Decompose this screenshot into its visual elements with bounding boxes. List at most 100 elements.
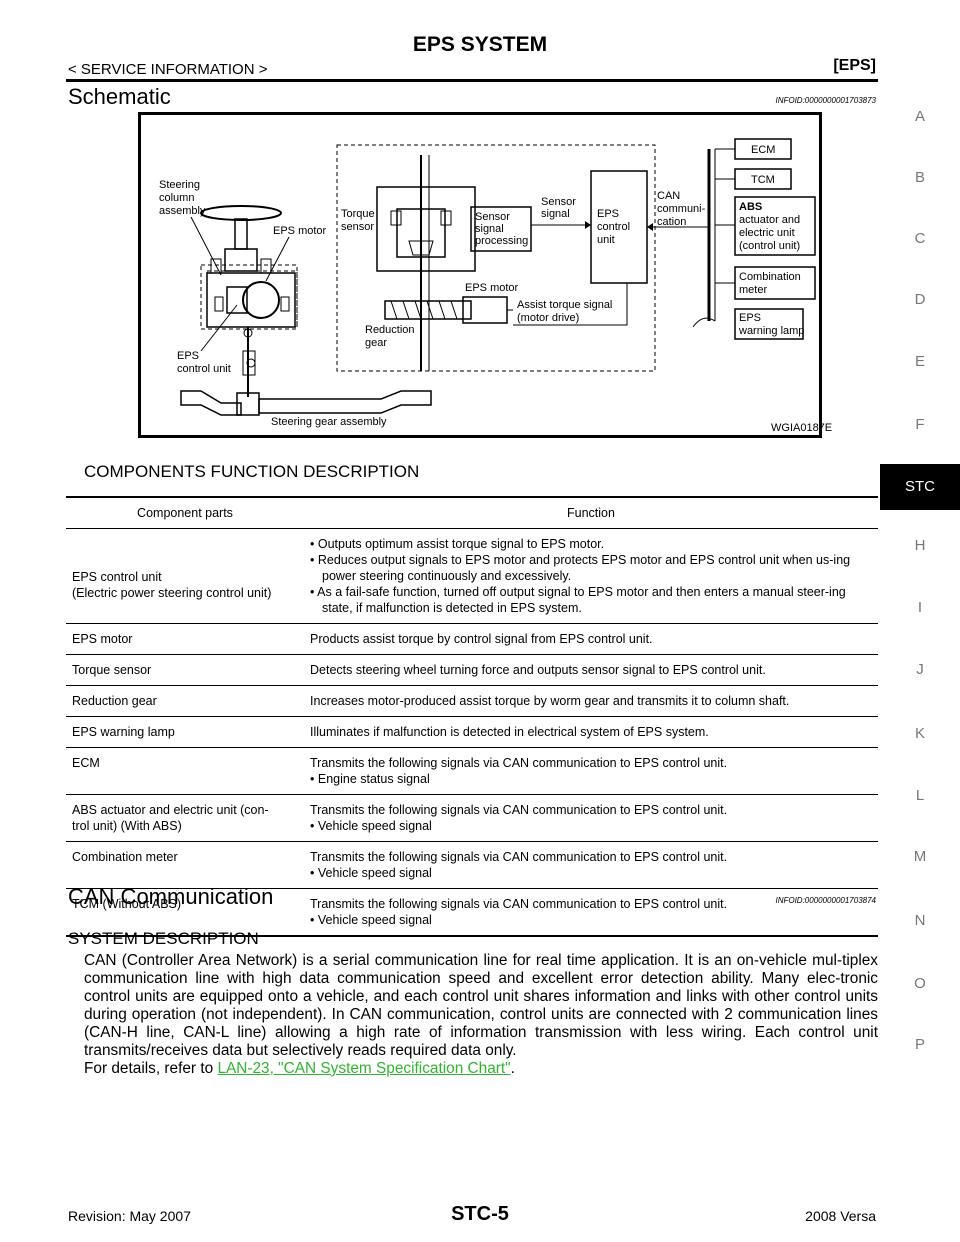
components-title: COMPONENTS FUNCTION DESCRIPTION — [84, 462, 420, 481]
components-table: Component parts Function EPS control uni… — [66, 496, 878, 937]
component-part-text: (Electric power steering control unit) — [72, 586, 272, 600]
component-part-text: EPS motor — [72, 632, 133, 646]
table-row: ECM Transmits the following signals via C… — [66, 747, 878, 795]
function-bullet-list: Outputs optimum assist torque signal to … — [310, 536, 872, 616]
section-tab-p[interactable]: P — [914, 1036, 925, 1053]
eps-warning-box — [734, 308, 804, 340]
component-function-cell: Transmits the following signals via CAN … — [304, 841, 878, 889]
function-bullet-list: Vehicle speed signal — [310, 865, 872, 881]
section-tab-n[interactable]: N — [914, 912, 926, 929]
component-function-cell: Products assist torque by control signal… — [304, 623, 878, 655]
component-part-cell: EPS warning lamp — [66, 716, 304, 748]
refer-suffix: . — [510, 1060, 515, 1077]
section-tab-h[interactable]: H — [914, 537, 926, 554]
table-row: Reduction gear Increases motor-produced a… — [66, 685, 878, 717]
label-combination-meter-1: Combination — [739, 271, 801, 283]
label-eps-control-unit-box-1: EPS — [597, 208, 619, 220]
schematic-infoid: INFOID:0000000001703873 — [775, 96, 876, 105]
label-steering-column-3: assembly — [159, 205, 206, 217]
component-function-text: Transmits the following signals via CAN … — [310, 897, 728, 911]
abs-box — [734, 196, 816, 256]
section-tab-a[interactable]: A — [914, 108, 925, 125]
section-tab-l[interactable]: L — [915, 787, 925, 804]
steering-wheel — [200, 205, 282, 221]
section-tabs: A B C D E F STC H I J K L M N O P — [880, 0, 960, 1242]
component-part-cell: Reduction gear — [66, 685, 304, 717]
label-sensor-processing-3: processing — [475, 235, 528, 247]
function-bullet: Vehicle speed signal — [310, 912, 872, 928]
table-header-row: Component parts Function — [66, 497, 878, 529]
label-steering-column-1: Steering — [159, 179, 200, 191]
label-eps-warning-2: warning lamp — [738, 325, 804, 337]
label-reduction-gear-2: gear — [365, 337, 387, 349]
component-part-cell: EPS control unit(Electric power steering… — [66, 528, 304, 624]
component-part-cell: ECM — [66, 747, 304, 795]
col-header-part: Component parts — [66, 497, 304, 529]
label-eps-motor-left: EPS motor — [273, 225, 327, 237]
label-torque-sensor-1: Torque — [341, 208, 375, 220]
label-ecm: ECM — [751, 144, 775, 156]
section-tab-b[interactable]: B — [914, 169, 925, 186]
table-row: ABS actuator and electric unit (con-trol… — [66, 794, 878, 842]
section-tab-k[interactable]: K — [914, 725, 925, 742]
component-part-text: EPS warning lamp — [72, 725, 175, 739]
footer-model: 2008 Versa — [805, 1208, 876, 1224]
label-steering-gear: Steering gear assembly — [271, 416, 387, 428]
label-eps-control-unit-box-2: control — [597, 221, 630, 233]
label-tcm: TCM — [751, 174, 775, 186]
refer-prefix: For details, refer to — [84, 1060, 218, 1077]
table-row: Combination meter Transmits the following… — [66, 841, 878, 889]
component-function-cell: Transmits the following signals via CAN … — [304, 794, 878, 842]
section-tab-j[interactable]: J — [916, 661, 924, 678]
col-header-function: Function — [304, 497, 878, 529]
label-can-2: communi- — [657, 203, 706, 215]
component-function-cell: Detects steering wheel turning force and… — [304, 654, 878, 686]
component-function-text: Increases motor-produced assist torque b… — [310, 694, 790, 708]
table-row: EPS motor Products assist torque by contr… — [66, 623, 878, 655]
component-function-cell: Outputs optimum assist torque signal to … — [304, 528, 878, 624]
label-abs-4: (control unit) — [739, 240, 800, 252]
section-tab-stc[interactable]: STC — [880, 464, 960, 510]
section-tab-o[interactable]: O — [914, 975, 926, 992]
function-bullet-list: Engine status signal — [310, 771, 872, 787]
table-row: TCM (Without ABS) Transmits the following… — [66, 888, 878, 937]
component-part-cell: Combination meter — [66, 841, 304, 889]
component-part-text: Combination meter — [72, 850, 178, 864]
section-tab-f[interactable]: F — [915, 416, 925, 433]
section-tab-e[interactable]: E — [914, 353, 925, 370]
label-steering-column-2: column — [159, 192, 194, 204]
section-tab-i[interactable]: I — [917, 599, 923, 616]
label-combination-meter-2: meter — [739, 284, 767, 296]
label-eps-control-unit-left-2: control unit — [177, 363, 231, 375]
label-sensor-processing-1: Sensor — [475, 211, 510, 223]
label-torque-sensor-2: sensor — [341, 221, 374, 233]
header-rule — [66, 79, 878, 82]
label-eps-control-unit-box-3: unit — [597, 234, 615, 246]
component-part-text: trol unit) (With ABS) — [72, 819, 182, 833]
component-part-text: TCM (Without ABS) — [72, 897, 182, 911]
footer-page-number: STC-5 — [451, 1203, 509, 1225]
function-bullet: Reduces output signals to EPS motor and … — [310, 552, 872, 584]
component-function-cell: Transmits the following signals via CAN … — [304, 888, 878, 937]
sensor-processing-box — [470, 206, 532, 252]
lan-23-link[interactable]: LAN-23, "CAN System Specification Chart" — [217, 1060, 511, 1077]
function-bullet: Vehicle speed signal — [310, 865, 872, 881]
label-sensor-signal-1: Sensor — [541, 196, 576, 208]
schematic-diagram: Steering column assembly EPS motor EPS c… — [138, 112, 832, 438]
can-title: CAN Communication — [68, 884, 274, 909]
column-dashed-box — [200, 264, 298, 330]
component-function-text: Detects steering wheel turning force and… — [310, 663, 766, 677]
function-bullet: As a fail-safe function, turned off outp… — [310, 584, 872, 616]
component-function-text: Transmits the following signals via CAN … — [310, 756, 728, 770]
component-part-text: Reduction gear — [72, 694, 157, 708]
section-tab-d[interactable]: D — [914, 291, 926, 308]
function-bullet: Vehicle speed signal — [310, 818, 872, 834]
page-header-code: [EPS] — [833, 57, 876, 74]
component-part-cell: EPS motor — [66, 623, 304, 655]
section-tab-c[interactable]: C — [914, 230, 926, 247]
can-infoid: INFOID:0000000001703874 — [775, 896, 876, 905]
section-tab-m[interactable]: M — [913, 848, 927, 865]
page-header-section: < SERVICE INFORMATION > — [68, 61, 268, 78]
